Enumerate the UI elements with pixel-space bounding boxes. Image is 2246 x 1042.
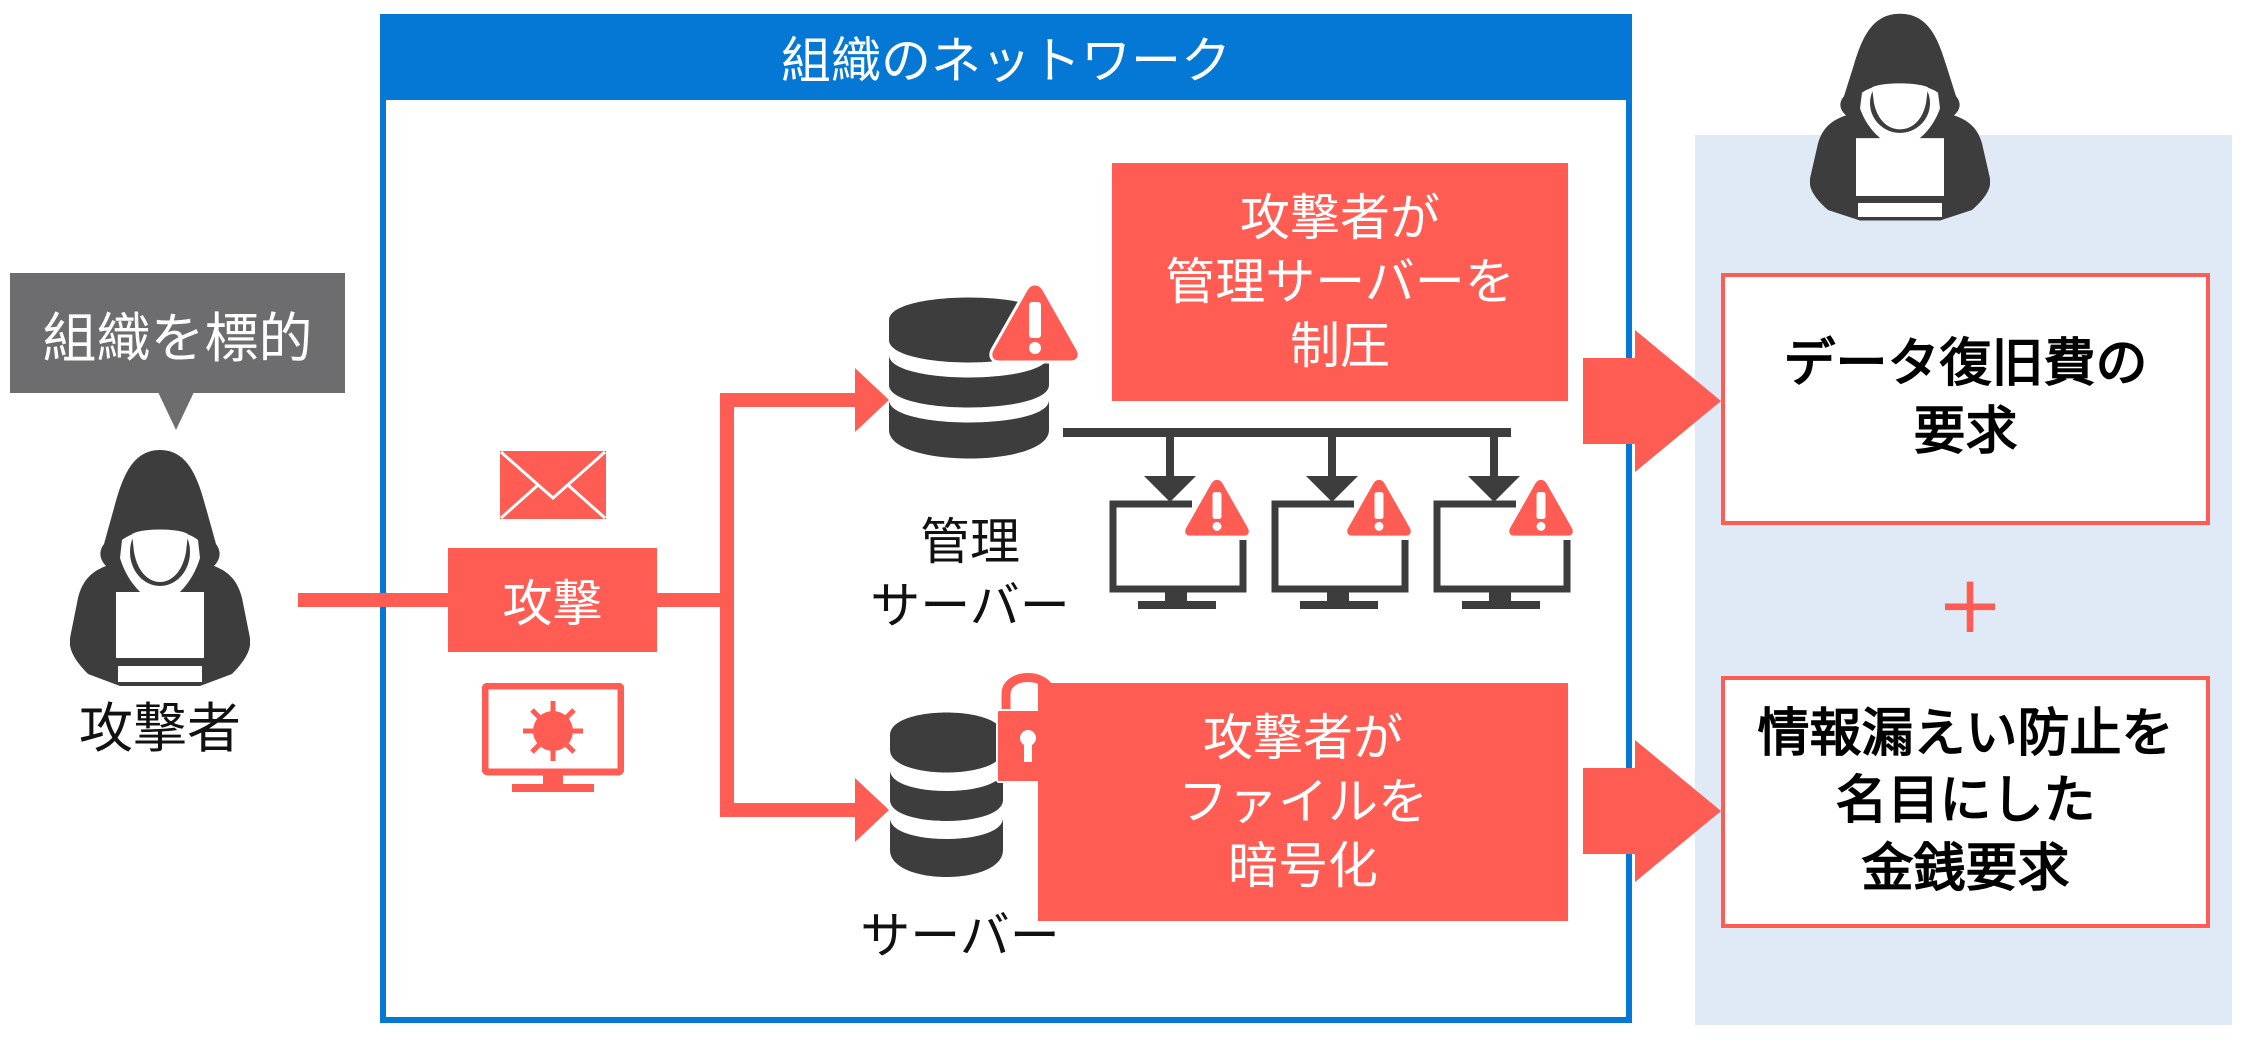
arrow-to-leak-demand-icon [1583, 740, 1721, 882]
arrow-to-server-icon [855, 778, 889, 842]
management-server-label-line1: 管理 [920, 513, 1020, 571]
outcome-line: 暗号化 [1228, 837, 1378, 895]
outcome-line: 攻撃者が [1203, 709, 1403, 767]
branch-bottom [720, 803, 860, 817]
warning-icon [1183, 477, 1251, 538]
warning-icon [1507, 477, 1575, 538]
hooded-hacker-icon [1810, 13, 1990, 221]
arrow-to-management-server-icon [855, 368, 889, 432]
management-server-label-line2: サーバー [870, 577, 1070, 635]
warning-icon [1345, 477, 1413, 538]
network-title: 組織のネットワーク [380, 14, 1632, 100]
arrow-to-data-recovery-demand-icon [1583, 330, 1721, 472]
hooded-hacker-icon [70, 450, 250, 686]
plus-sign: + [1936, 558, 2004, 651]
attack-box: 攻撃 [448, 548, 657, 652]
leak-prevention-demand-box: 情報漏えい防止を 名目にした 金銭要求 [1721, 676, 2210, 928]
outcome-line: 管理サーバーを [1165, 253, 1515, 311]
outcome-line: 制圧 [1290, 317, 1390, 375]
outcome-line: 攻撃者が [1240, 189, 1440, 247]
demand-line: 金銭要求 [1861, 838, 2070, 899]
demand-line: 名目にした [1835, 771, 2096, 832]
target-speech-bubble: 組織を標的 [10, 273, 345, 393]
server-label: サーバー [860, 907, 1060, 965]
management-server-outcome-box: 攻撃者が 管理サーバーを 制圧 [1112, 163, 1568, 401]
outcome-line: ファイルを [1178, 773, 1428, 831]
client-network-line [1063, 428, 1511, 437]
virus-monitor-icon [482, 683, 624, 792]
demand-line: データ復旧費の [1783, 334, 2148, 395]
warning-icon [989, 282, 1081, 364]
monitor-icon [1109, 500, 1247, 609]
monitor-icon [1433, 500, 1571, 609]
monitor-icon [1271, 500, 1409, 609]
data-recovery-demand-box: データ復旧費の 要求 [1721, 273, 2210, 525]
attack-connector [655, 593, 733, 607]
speech-bubble-tail [158, 392, 194, 430]
client-arrow-icon [1306, 432, 1358, 502]
demand-line: 要求 [1913, 402, 2018, 462]
attack-line [298, 593, 450, 607]
client-arrow-icon [1468, 432, 1520, 502]
attacker-label: 攻撃者 [79, 696, 241, 760]
email-icon [500, 451, 606, 519]
branch-top [720, 393, 860, 407]
database-icon [890, 712, 1003, 877]
demand-line: 情報漏えい防止を [1757, 703, 2174, 764]
server-outcome-box: 攻撃者が ファイルを 暗号化 [1038, 683, 1568, 921]
client-arrow-icon [1144, 432, 1196, 502]
branch-line [720, 393, 734, 817]
